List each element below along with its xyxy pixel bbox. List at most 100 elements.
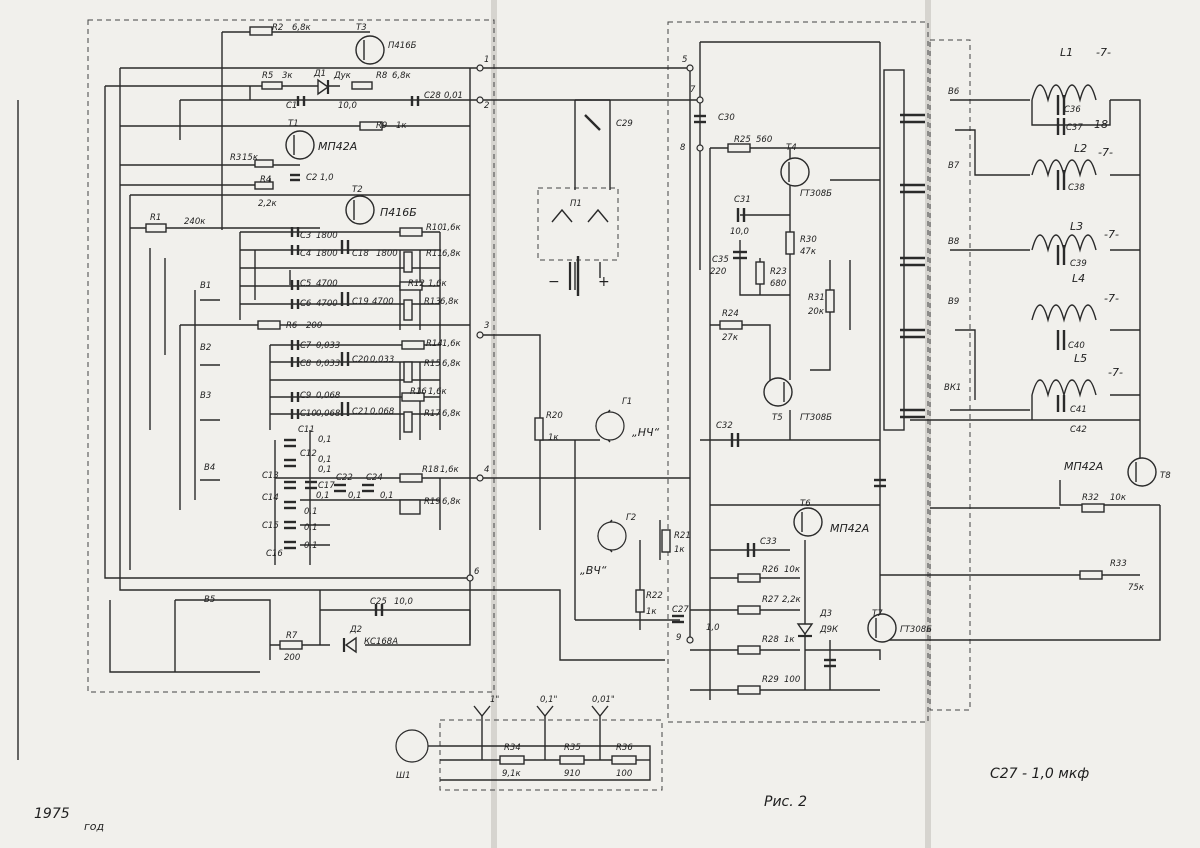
jack-g2 <box>597 519 627 553</box>
label-c24: C24 <box>366 473 383 483</box>
diode-d2 <box>342 636 357 654</box>
label-c20: C20 <box>352 355 369 365</box>
label-r22: R22 <box>646 591 663 601</box>
transistor-t5 <box>763 377 793 407</box>
right-module-border <box>667 21 929 723</box>
label-r9-value: 1к <box>396 121 407 131</box>
label-r24: R24 <box>722 309 739 319</box>
label-c4-value: 1800 <box>316 249 338 259</box>
label-r36-value: 100 <box>616 769 632 779</box>
diode-d1 <box>317 78 330 96</box>
label-t4-type: ГТ308Б <box>800 189 832 199</box>
label-r33: R33 <box>1110 559 1127 569</box>
transistor-t2 <box>345 195 375 225</box>
label-g1-mode: „НЧ“ <box>632 426 660 439</box>
label-c14-value: 0,1 <box>304 507 318 517</box>
switch-strip-border <box>929 39 971 711</box>
label-t6: Т6 <box>800 499 811 509</box>
label-c3-value: 1800 <box>316 231 338 241</box>
label-node-6: 6 <box>474 567 480 577</box>
label-b1: В1 <box>200 281 211 291</box>
label-c12-value: 0,1 <box>318 455 332 465</box>
label-c19-value: 4700 <box>372 297 394 307</box>
transistor-t7 <box>867 613 897 643</box>
label-l4-mark: -7- <box>1104 292 1119 305</box>
label-l3-mark: -7- <box>1104 228 1119 241</box>
label-r35: R35 <box>564 743 581 753</box>
label-18-mark: 18 <box>1094 118 1108 131</box>
label-l2-mark: -7- <box>1098 146 1113 159</box>
coil-l1 <box>1031 84 1111 135</box>
label-c2: C2 <box>306 173 317 183</box>
label-c22: C22 <box>336 473 353 483</box>
label-c2-value: 1,0 <box>320 173 334 183</box>
label-d2: Д2 <box>349 625 362 635</box>
label-r5: R5 <box>262 71 273 81</box>
label-r33-value: 75к <box>1128 583 1145 593</box>
label-c40: C40 <box>1068 341 1085 351</box>
label-r17-value: 6,8к <box>442 409 462 419</box>
label-r30-value: 47к <box>800 247 817 257</box>
label-r4-value: 2,2к <box>258 199 278 209</box>
coil-l2 <box>1031 159 1097 190</box>
label-c6: C6 <box>300 299 312 309</box>
label-r28: R28 <box>762 635 779 645</box>
label-r35-value: 910 <box>564 769 580 779</box>
transistor-t8 <box>1127 457 1157 487</box>
band-switch-strip <box>883 69 1141 431</box>
label-l5-mark: -7- <box>1108 366 1123 379</box>
label-r28-value: 1к <box>784 635 795 645</box>
label-t7-type: ГТ308Б <box>900 625 932 635</box>
label-c39: C39 <box>1070 259 1087 269</box>
label-c17: C17 <box>318 481 335 491</box>
label-r30: R30 <box>800 235 817 245</box>
label-c8: C8 <box>300 359 312 369</box>
transistor-t3 <box>355 35 385 65</box>
diode-d3 <box>796 623 814 638</box>
label-r17: R17 <box>424 409 441 419</box>
label-battery-plus: + <box>598 274 610 290</box>
label-t6-type: МП42А <box>830 522 869 535</box>
label-c9-value: 0,068 <box>316 391 341 401</box>
label-r15: R15 <box>424 359 441 369</box>
transistor-t6 <box>793 507 823 537</box>
label-r21-value: 1к <box>674 545 685 555</box>
label-d3: Д3 <box>819 609 832 619</box>
label-node-3: 3 <box>484 321 489 331</box>
label-c22-value: 0,1 <box>348 491 362 501</box>
label-c7-value: 0,033 <box>316 341 340 351</box>
label-r18: R18 <box>422 465 439 475</box>
label-d3-type: Д9К <box>819 625 839 635</box>
label-c23: C28 <box>424 91 441 101</box>
attenuator-wiring <box>440 705 651 781</box>
label-l5: L5 <box>1074 352 1087 365</box>
label-r25: R25 <box>734 135 751 145</box>
label-p1: П1 <box>570 199 582 209</box>
label-c13: C13 <box>262 471 279 481</box>
label-r25-value: 560 <box>756 135 772 145</box>
jack-sh1 <box>395 729 440 763</box>
label-c5-value: 4700 <box>316 279 338 289</box>
label-t2-type: П416Б <box>380 206 417 219</box>
switch-strip-body <box>883 69 905 431</box>
label-t5-type: ГТ308Б <box>800 413 832 423</box>
label-l1-mark: -7- <box>1096 46 1111 59</box>
label-r32-value: 10к <box>1110 493 1127 503</box>
label-r10: R10 <box>426 223 443 233</box>
label-c16-value: 0,1 <box>304 541 318 551</box>
label-b5: В5 <box>204 595 215 605</box>
label-c32: C35 <box>712 255 729 265</box>
label-c38: C38 <box>1068 183 1085 193</box>
label-c37: C37 <box>1066 123 1083 133</box>
label-c7: C7 <box>300 341 312 351</box>
label-c14: C14 <box>262 493 279 503</box>
label-node-1: 1 <box>484 55 489 65</box>
label-r31-value: 20к <box>808 307 825 317</box>
label-r16: R16 <box>410 387 427 397</box>
label-c6-value: 4700 <box>316 299 338 309</box>
label-r34: R34 <box>504 743 521 753</box>
label-r24-value: 27к <box>722 333 739 343</box>
capacitor-note: С27 - 1,0 мкф <box>990 766 1089 782</box>
label-c1: C1 <box>286 101 297 111</box>
